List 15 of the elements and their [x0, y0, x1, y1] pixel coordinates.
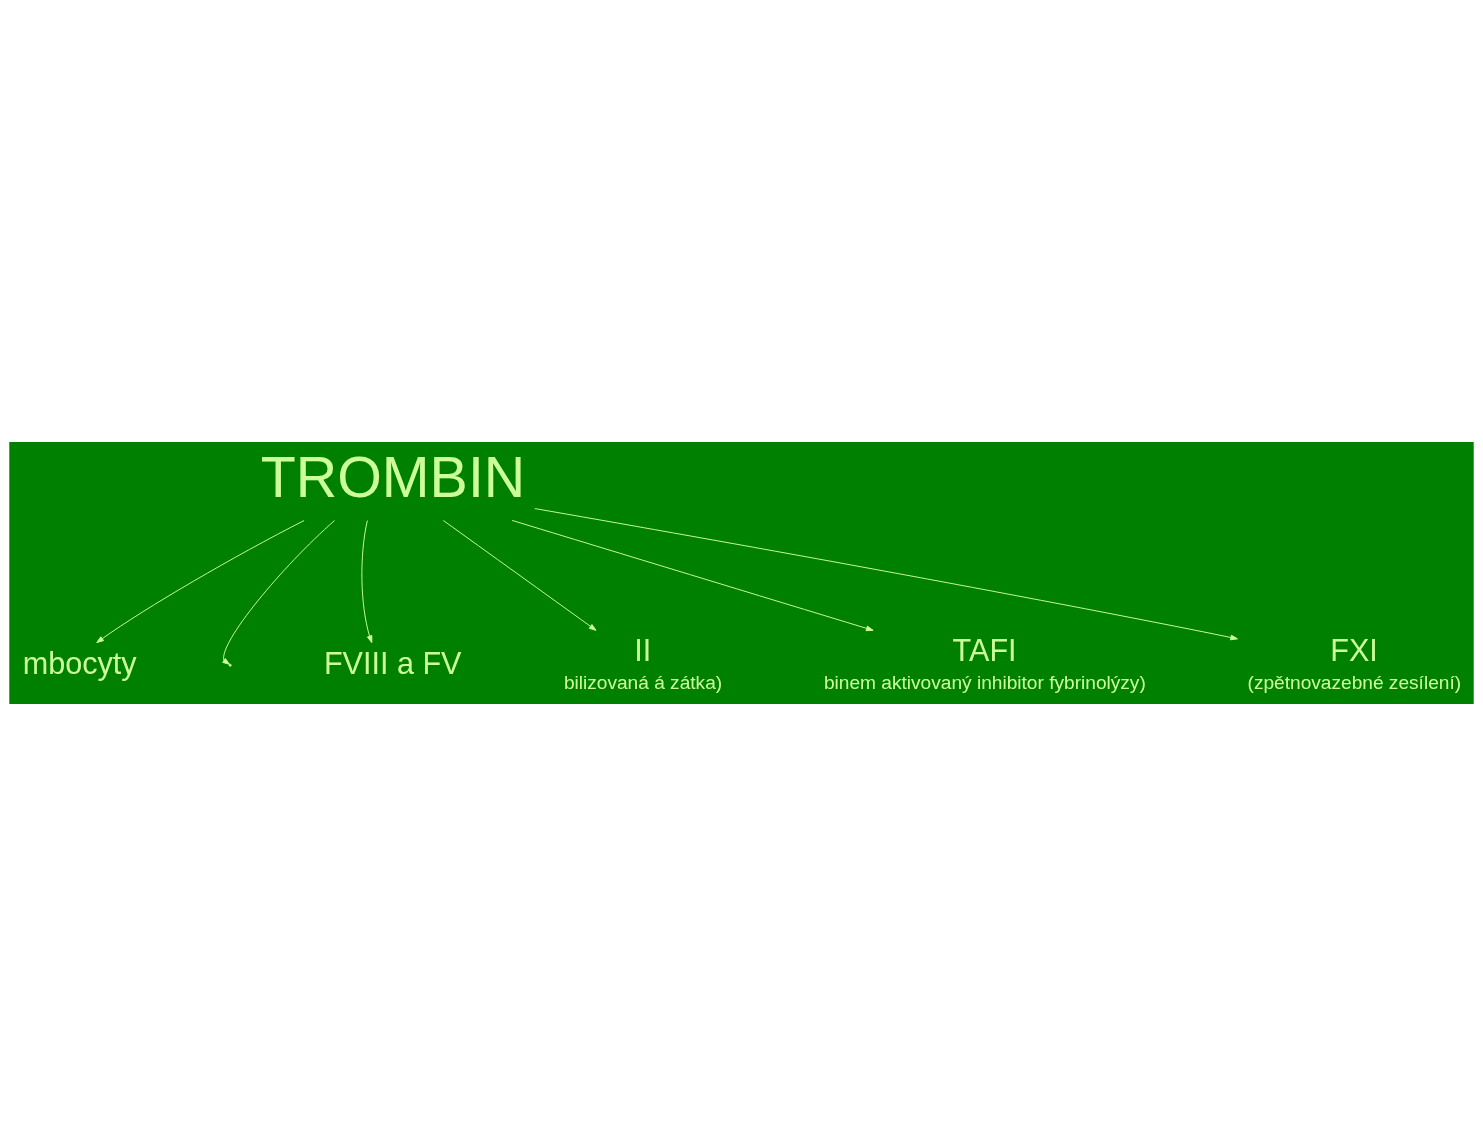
node-text: mbocyty	[22, 645, 137, 680]
node-text: FVIII a FV	[323, 645, 462, 680]
arrow	[442, 520, 597, 631]
arrow	[511, 519, 874, 632]
arrow	[534, 508, 1238, 641]
node-text: TROMBIN	[260, 445, 526, 510]
arrow	[222, 520, 335, 665]
node-label: bilizovaná á zátka)	[563, 672, 723, 694]
node-text: II	[634, 633, 652, 668]
node-text: TAFI	[952, 633, 1017, 668]
arrow	[361, 520, 373, 644]
node-label: (zpětnovazebné zesílení)	[1247, 672, 1462, 694]
node-text: FXI	[1330, 633, 1378, 668]
arrow	[96, 520, 305, 644]
node-label: binem aktivovaný inhibitor fybrinolýzy)	[823, 672, 1146, 694]
